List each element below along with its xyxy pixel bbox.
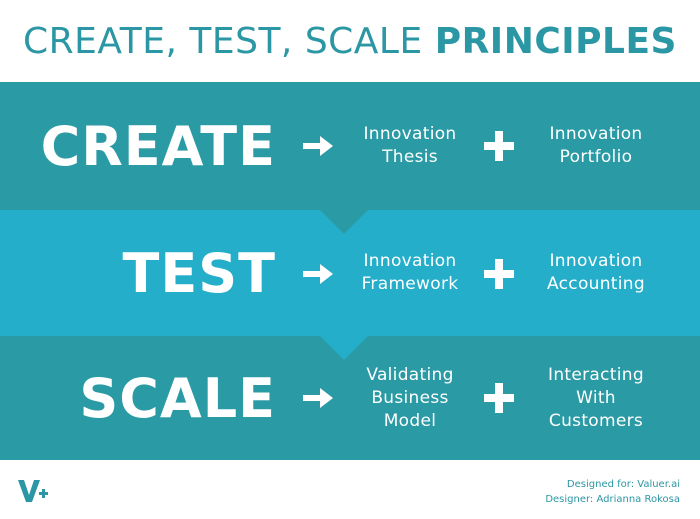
arrow-right-icon: [303, 388, 333, 408]
arrow-right-icon: [303, 136, 333, 156]
test-item-1: Innovation Framework: [361, 251, 459, 294]
plus-icon: [484, 131, 514, 161]
designed-for-credit: Designed for: Valuer.ai: [566, 479, 680, 490]
page-title: CREATE, TEST, SCALE PRINCIPLES: [0, 18, 700, 66]
create-heading: CREATE: [40, 114, 276, 178]
create-item-2: Innovation Portfolio: [549, 124, 643, 167]
scale-heading: SCALE: [79, 366, 276, 430]
designer-credit: Designer: Adrianna Rokosa: [545, 494, 680, 505]
scale-item-1: Validating Business Model: [366, 364, 454, 431]
chevron-divider: [320, 336, 368, 360]
chevron-divider: [320, 210, 368, 234]
test-heading: TEST: [122, 241, 276, 305]
create-item-1: Innovation Thesis: [363, 124, 457, 167]
valuer-logo-icon: [18, 480, 48, 502]
title-part-2: PRINCIPLES: [434, 21, 677, 62]
create-row: CREATE Innovation Thesis Innovation Port…: [0, 82, 700, 234]
arrow-right-icon: [303, 264, 333, 284]
title-part-1: CREATE, TEST, SCALE: [23, 21, 435, 62]
scale-item-2: Interacting With Customers: [548, 364, 644, 431]
plus-icon: [484, 383, 514, 413]
plus-icon: [484, 259, 514, 289]
test-item-2: Innovation Accounting: [547, 251, 645, 294]
